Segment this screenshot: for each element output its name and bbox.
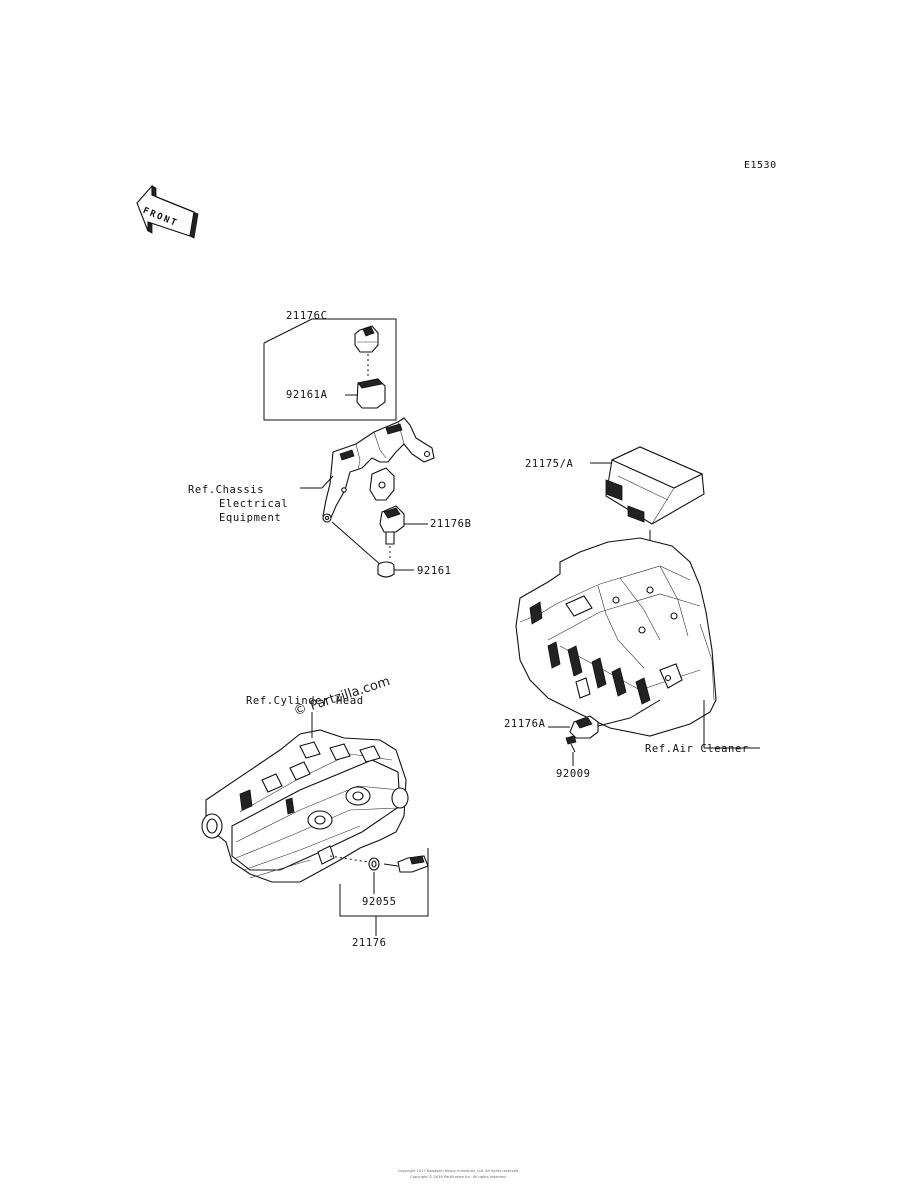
sensor-21176b [331, 505, 428, 567]
label-ref-chassis-1: Ref.Chassis [188, 484, 265, 496]
screw-92009 [565, 735, 577, 766]
label-21176: 21176 [352, 937, 387, 949]
ecu-21175a [590, 446, 705, 598]
front-arrow-icon [136, 184, 199, 239]
leader-ref-chassis [300, 475, 334, 489]
footer-copyright-1: Copyright 2017 Kawasaki Heavy Industries… [397, 1169, 520, 1173]
label-ref-chassis-2: Electrical [219, 498, 289, 510]
grommet-92161a [345, 378, 386, 409]
grommet-92161 [377, 561, 414, 578]
temp-sensor-21176 [329, 848, 429, 936]
label-ref-air-cleaner: Ref.Air Cleaner [645, 743, 749, 755]
sensor-cap-21176c [354, 325, 379, 378]
label-92009: 92009 [556, 768, 591, 780]
mounting-bracket [322, 417, 435, 523]
label-ref-chassis-3: Equipment [219, 512, 282, 524]
label-21176c: 21176C [286, 310, 328, 322]
label-21176a: 21176A [504, 718, 546, 730]
footer-copyright-2: Copyright © 2018 PartStream Inc. All rig… [410, 1175, 507, 1179]
diagram-code: E1530 [744, 160, 777, 171]
label-21175a: 21175/A [525, 458, 574, 470]
sensor-21176a [548, 699, 661, 739]
air-cleaner-housing [515, 537, 760, 749]
label-92161: 92161 [417, 565, 452, 577]
label-21176b: 21176B [430, 518, 472, 530]
callout-box-21176c [263, 318, 397, 421]
cylinder-head [201, 712, 409, 883]
label-ref-cylinder-head: Ref.Cylinder Head [246, 695, 364, 707]
label-92161a: 92161A [286, 389, 328, 401]
label-92055: 92055 [362, 896, 397, 908]
